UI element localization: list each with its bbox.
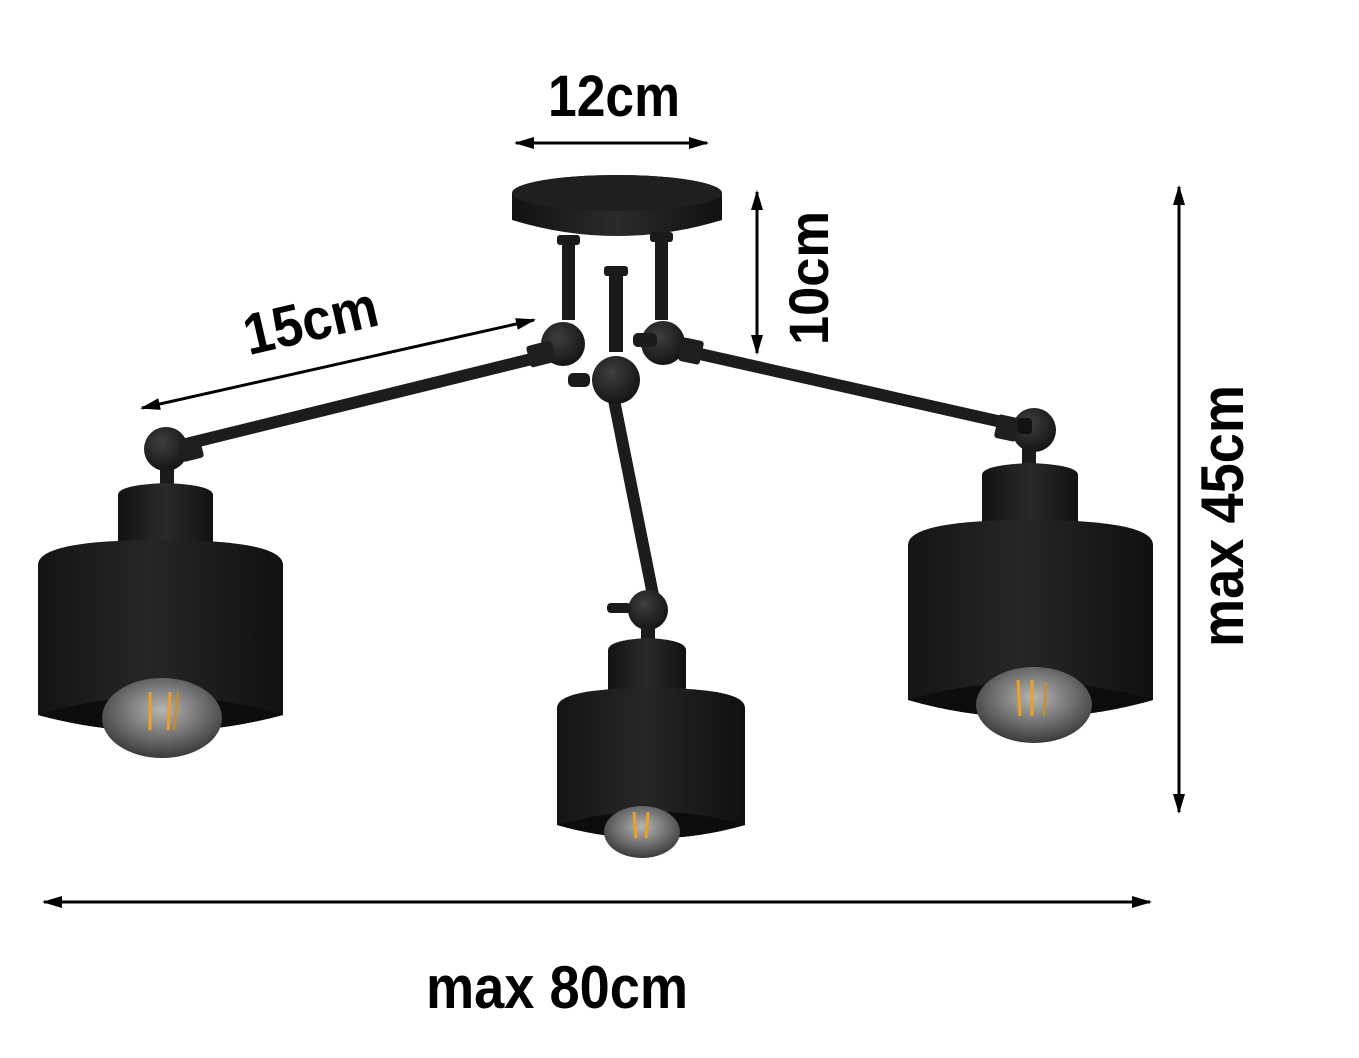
canopy-width-label: 12cm bbox=[548, 64, 680, 129]
down-rods bbox=[557, 232, 673, 352]
left-bulb bbox=[102, 678, 222, 758]
center-bulb bbox=[604, 806, 680, 858]
ceiling-canopy bbox=[512, 175, 722, 236]
max-height-label: max 45cm bbox=[1189, 385, 1256, 647]
dimension-arrows bbox=[42, 137, 1185, 908]
center-shade bbox=[557, 626, 745, 858]
arm-length-arrow bbox=[140, 318, 536, 410]
max-width-label: max 80cm bbox=[426, 954, 688, 1021]
right-shade bbox=[908, 446, 1153, 743]
arm-length-label: 15cm bbox=[237, 274, 384, 368]
left-shade bbox=[38, 468, 283, 758]
right-bulb bbox=[976, 667, 1092, 743]
canopy-height-label: 10cm bbox=[777, 211, 840, 345]
